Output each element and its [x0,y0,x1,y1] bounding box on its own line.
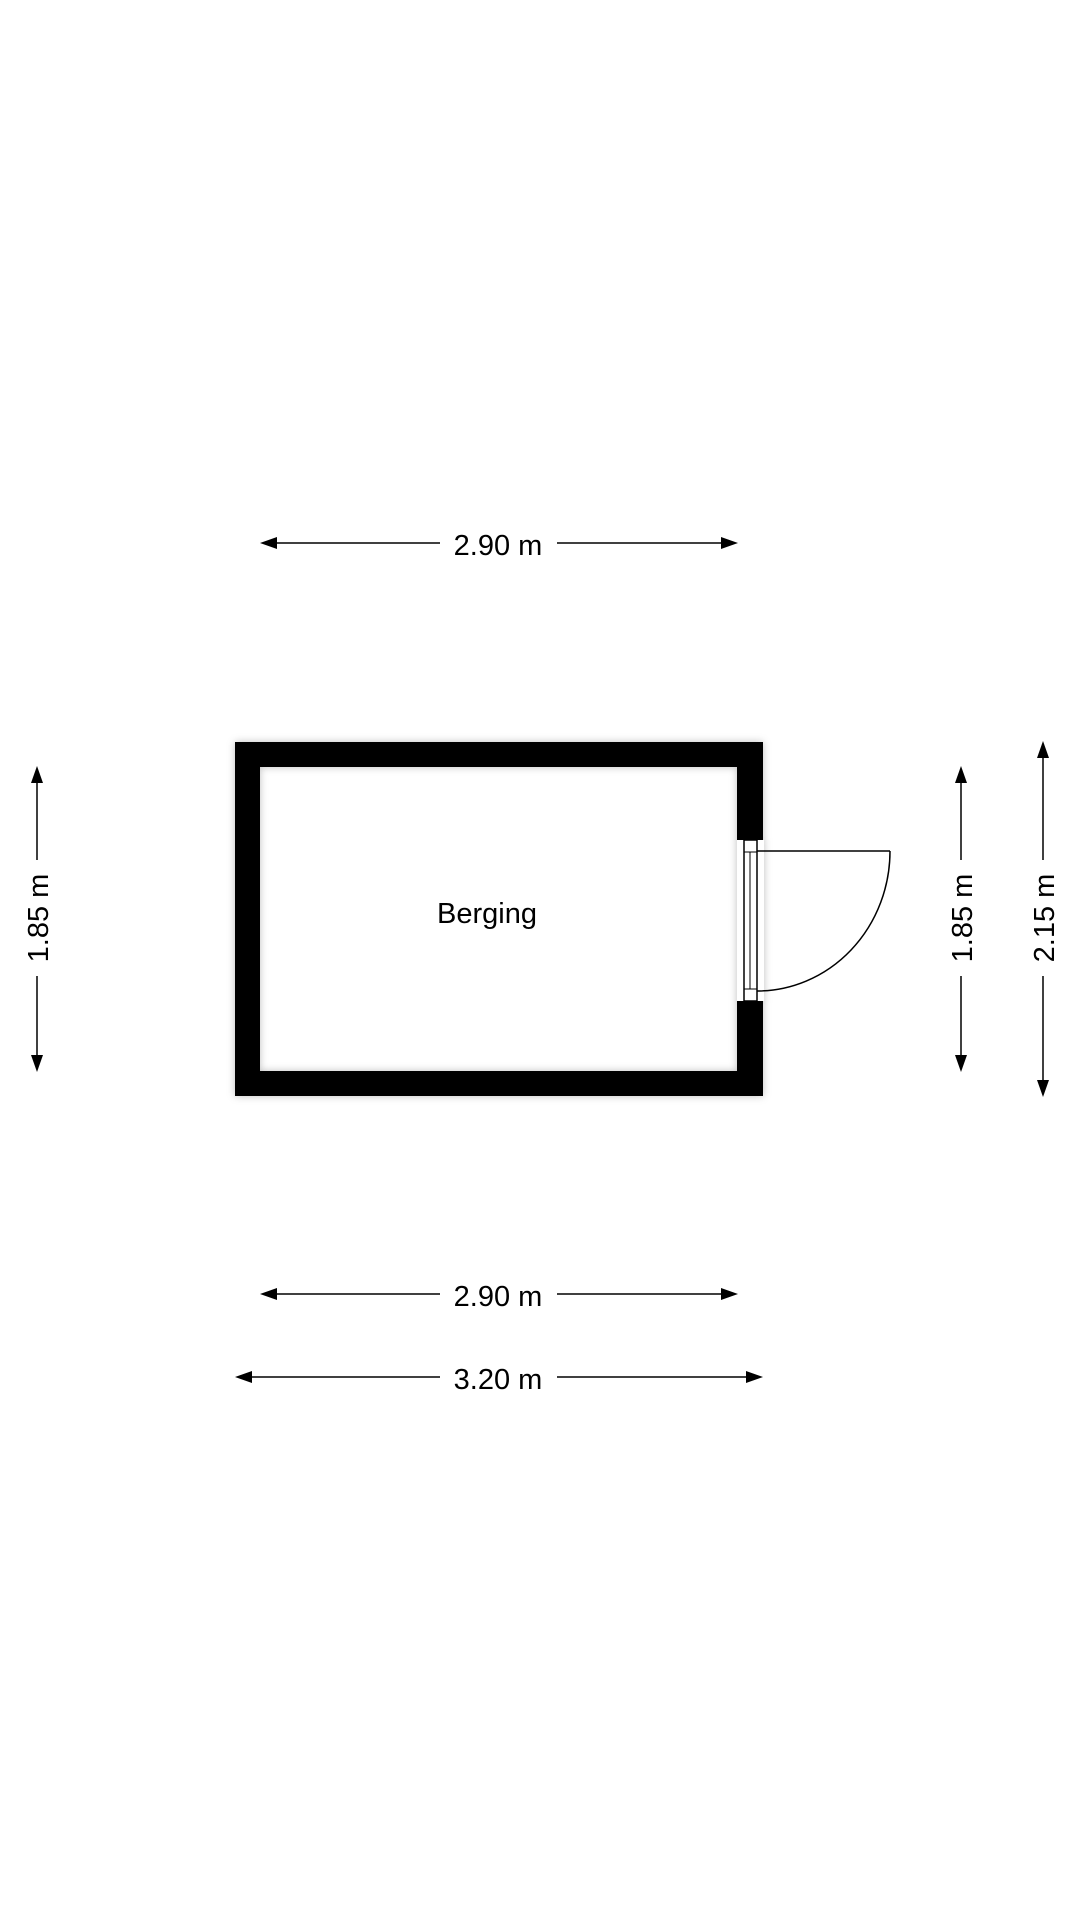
dimension-label: 1.85 m [947,874,979,963]
arrow-down-icon [955,1055,967,1072]
arrow-right-icon [721,1288,738,1300]
dimension-right-outer: 2.15 m [1029,741,1061,1097]
dimension-bottom-outer: 3.20 m [235,1364,763,1396]
door [743,839,891,1002]
arrow-left-icon [260,1288,277,1300]
dimension-top-inner: 2.90 m [260,530,738,562]
arrow-right-icon [746,1371,763,1383]
dimension-label: 1.85 m [23,874,55,963]
dimension-bottom-inner: 2.90 m [260,1281,738,1313]
arrow-right-icon [721,537,738,549]
room-label: Berging [437,898,537,930]
dimension-label: 2.90 m [454,530,543,562]
dimension-right-inner: 1.85 m [947,766,979,1072]
dimension-label: 2.15 m [1029,874,1061,963]
arrow-up-icon [1037,741,1049,758]
arrow-up-icon [31,766,43,783]
arrow-down-icon [1037,1080,1049,1097]
arrow-down-icon [31,1055,43,1072]
dimension-left-inner: 1.85 m [23,766,55,1072]
arrow-left-icon [235,1371,252,1383]
arrow-left-icon [260,537,277,549]
dimension-label: 2.90 m [454,1281,543,1313]
arrow-up-icon [955,766,967,783]
door-swing-arc [756,850,891,992]
dimension-label: 3.20 m [454,1364,543,1396]
